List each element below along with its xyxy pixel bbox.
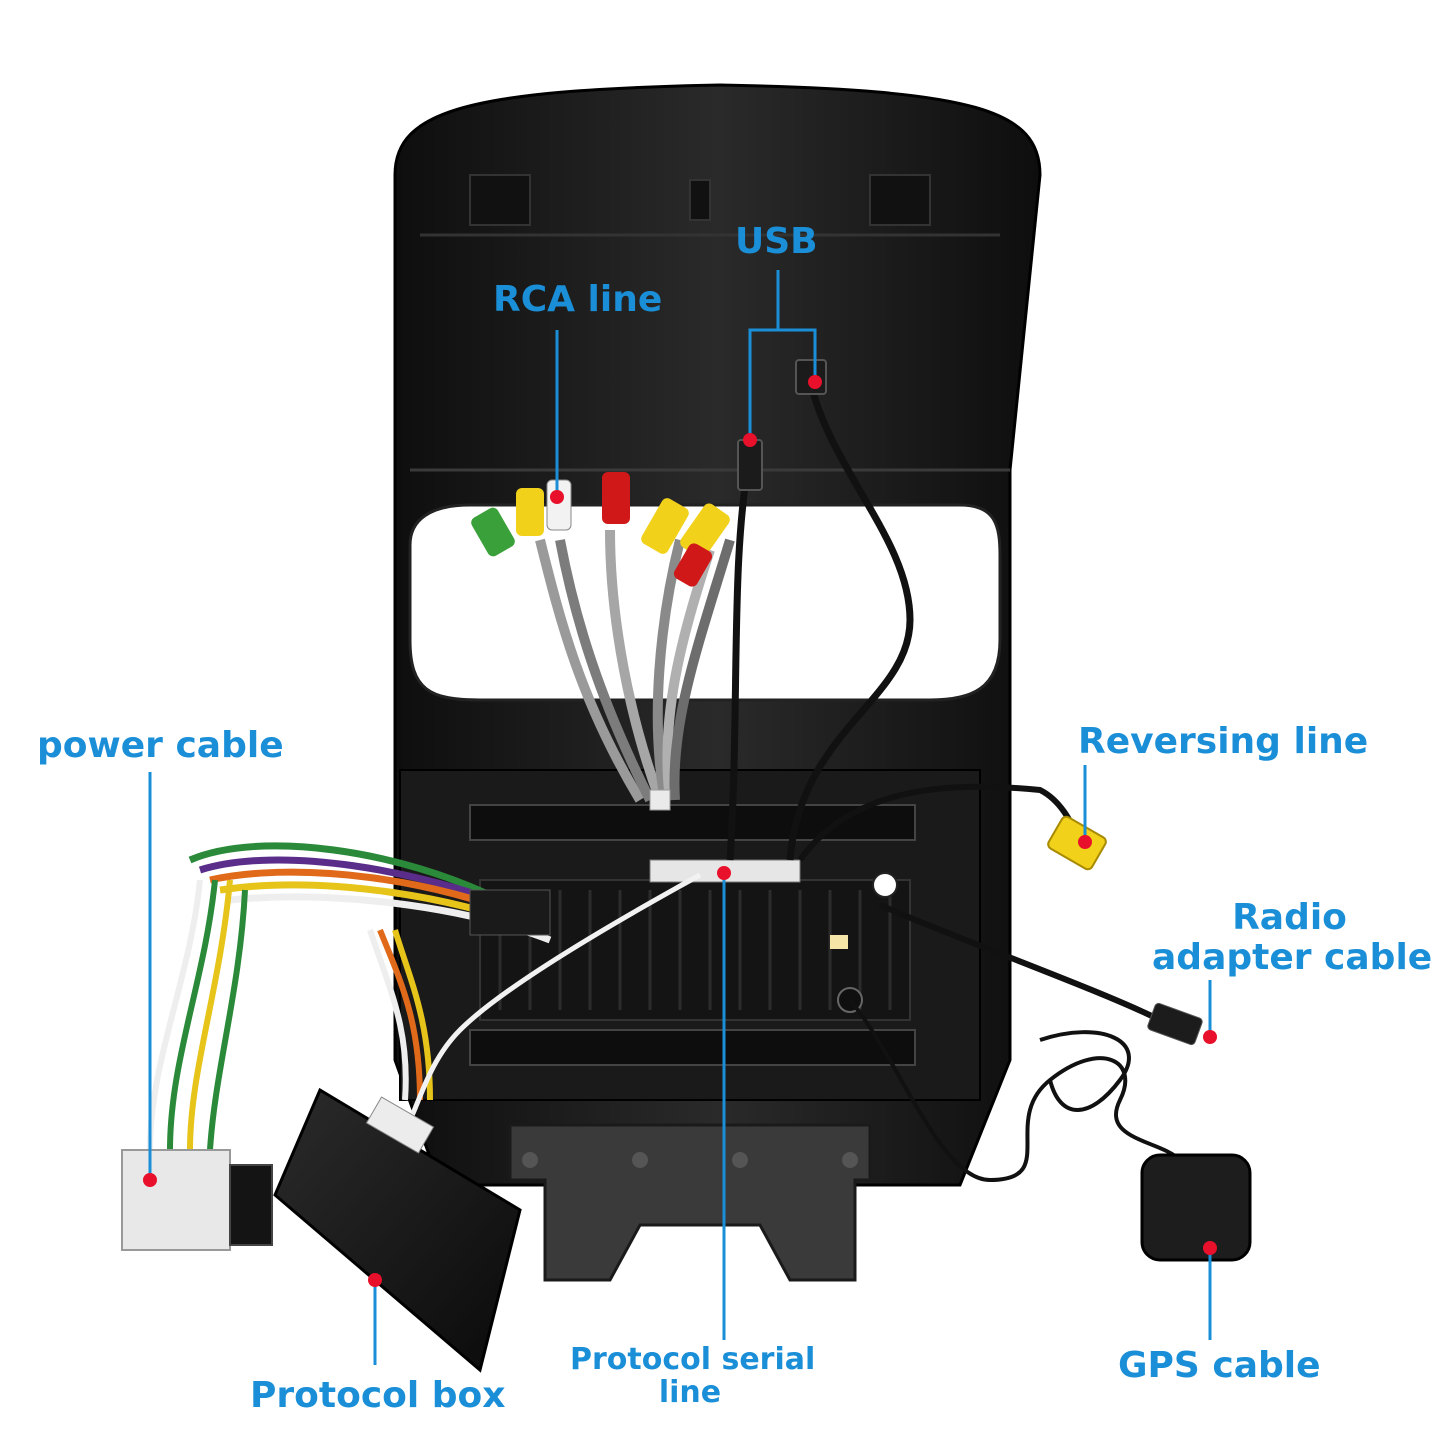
rca-plug-white: [546, 479, 572, 531]
marker-gps: [1203, 1241, 1217, 1255]
protocol-serial-cable: [407, 872, 702, 1122]
radio-adapter-cable: [878, 902, 1203, 1046]
label-reversing-line: Reversing line: [1078, 721, 1369, 762]
frame-opening: [408, 503, 1002, 702]
marker-radio: [1203, 1030, 1217, 1044]
label-radio-adapter-cable: Radio adapter cable: [1152, 897, 1433, 978]
marker-dots: [143, 375, 1217, 1287]
gps-cable: [848, 998, 1252, 1262]
rca-plug-red: [602, 472, 630, 524]
label-usb: USB: [735, 221, 818, 262]
label-protocol-serial-line: Protocol serial line: [570, 1342, 816, 1410]
protocol-box: [273, 1087, 522, 1373]
rca-cables: [471, 472, 735, 811]
rear-panel: [399, 769, 981, 1101]
leader-lines: [148, 270, 1212, 1365]
label-power-cable: power cable: [37, 725, 284, 766]
rca-plug-red-right: [673, 543, 713, 587]
rca-plug-green: [471, 507, 515, 557]
power-harness: [121, 842, 552, 1251]
label-rca-line: RCA line: [493, 279, 663, 320]
label-radio-adapter-line1: Radio: [1232, 897, 1347, 938]
marker-reversing: [1078, 835, 1092, 849]
reversing-connector: [1047, 815, 1107, 871]
marker-usb-2: [808, 375, 822, 389]
radio-adapter-connector: [1147, 1002, 1203, 1046]
marker-usb-1: [743, 433, 757, 447]
label-protocol-serial-line2: line: [658, 1375, 722, 1410]
leader-usb: [748, 270, 817, 440]
mounting-bracket: [508, 1123, 872, 1282]
label-gps-cable: GPS cable: [1118, 1345, 1321, 1386]
marker-rca: [550, 490, 564, 504]
marker-power: [143, 1173, 157, 1187]
usb-connector-1: [737, 439, 763, 491]
rca-plug-yellow-right-1: [641, 498, 689, 554]
marker-protocol-box: [368, 1273, 382, 1287]
power-connector-white: [121, 1149, 231, 1251]
label-radio-adapter-line2: adapter cable: [1152, 936, 1433, 978]
label-protocol-box: Protocol box: [250, 1375, 506, 1416]
marker-protocol-serial: [717, 866, 731, 880]
gps-antenna: [1140, 1153, 1252, 1262]
label-protocol-serial-line1: Protocol serial: [570, 1342, 816, 1377]
rca-plug-yellow-left: [516, 488, 544, 536]
